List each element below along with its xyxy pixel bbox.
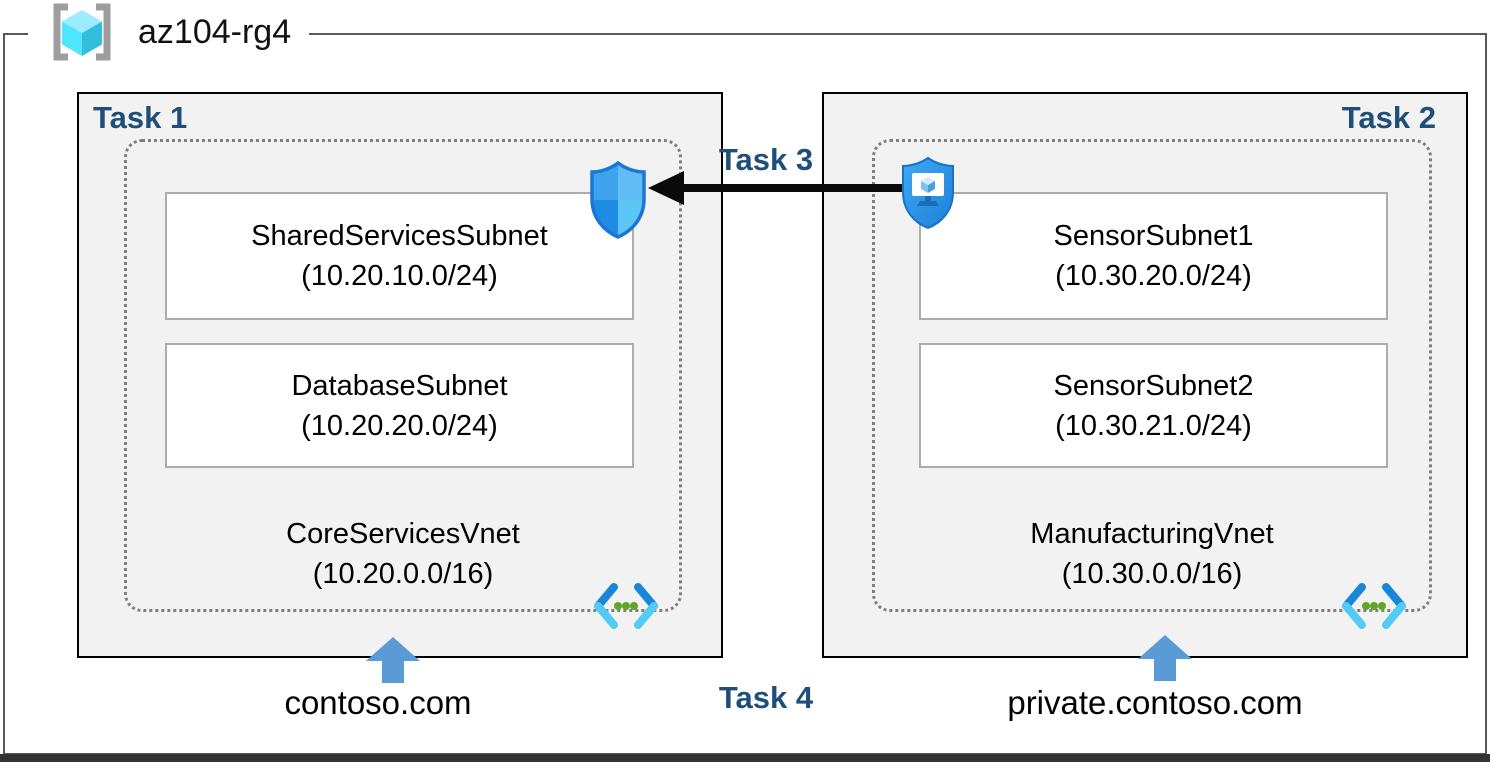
virtual-network-icon — [1342, 583, 1406, 629]
subnet-name: DatabaseSubnet — [291, 369, 508, 402]
vnet-address-space: (10.20.0.0/16) — [312, 558, 494, 590]
vnet-name-manufacturing: ManufacturingVnet (10.30.0.0/16) — [872, 514, 1432, 594]
vnet-name: CoreServicesVnet — [286, 518, 520, 550]
subnet-cidr: (10.20.20.0/24) — [301, 409, 498, 442]
network-security-group-icon — [590, 161, 646, 239]
vnet-boundary-coreservices — [124, 139, 682, 612]
subnet-name: SharedServicesSubnet — [251, 220, 548, 252]
up-arrow-icon — [366, 637, 420, 683]
task3-label: Task 3 — [718, 142, 814, 177]
subnet-cidr: (10.20.10.0/24) — [301, 260, 498, 292]
resource-group-legend: az104-rg4 — [28, 0, 310, 64]
subnet-cidr: (10.30.21.0/24) — [1055, 409, 1252, 442]
task1-label: Task 1 — [93, 100, 188, 135]
bottom-bar — [0, 754, 1490, 762]
subnet-name: SensorSubnet2 — [1053, 369, 1254, 402]
subnet-box-database: DatabaseSubnet (10.20.20.0/24) — [165, 343, 634, 468]
vnet-name-coreservices: CoreServicesVnet (10.20.0.0/16) — [124, 514, 682, 594]
subnet-box-sensor2: SensorSubnet2 (10.30.21.0/24) — [919, 343, 1388, 468]
vnet-container-coreservices: Task 1 SharedServicesSubnet (10.20.10.0/… — [77, 92, 723, 658]
subnet-box-sensor1: SensorSubnet1 (10.30.20.0/24) — [919, 192, 1388, 320]
virtual-network-icon — [594, 583, 658, 629]
resource-group-name: az104-rg4 — [138, 12, 292, 51]
task2-label: Task 2 — [1341, 100, 1436, 135]
peering-arrow-icon — [648, 171, 902, 205]
resource-group-icon — [53, 3, 111, 61]
subnet-box-sharedservices: SharedServicesSubnet (10.20.10.0/24) — [165, 192, 634, 320]
subnet-cidr: (10.30.20.0/24) — [1055, 260, 1252, 292]
up-arrow-icon — [1138, 635, 1192, 681]
vnet-address-space: (10.30.0.0/16) — [1061, 558, 1243, 590]
bastion-shield-icon — [902, 156, 954, 230]
vnet-name: ManufacturingVnet — [1030, 518, 1274, 550]
task4-label: Task 4 — [718, 680, 814, 715]
dns-label-contoso: contoso.com — [284, 684, 472, 721]
dns-label-private-contoso: private.contoso.com — [1007, 684, 1303, 721]
subnet-name: SensorSubnet1 — [1053, 220, 1254, 252]
vnet-boundary-manufacturing — [872, 139, 1432, 612]
